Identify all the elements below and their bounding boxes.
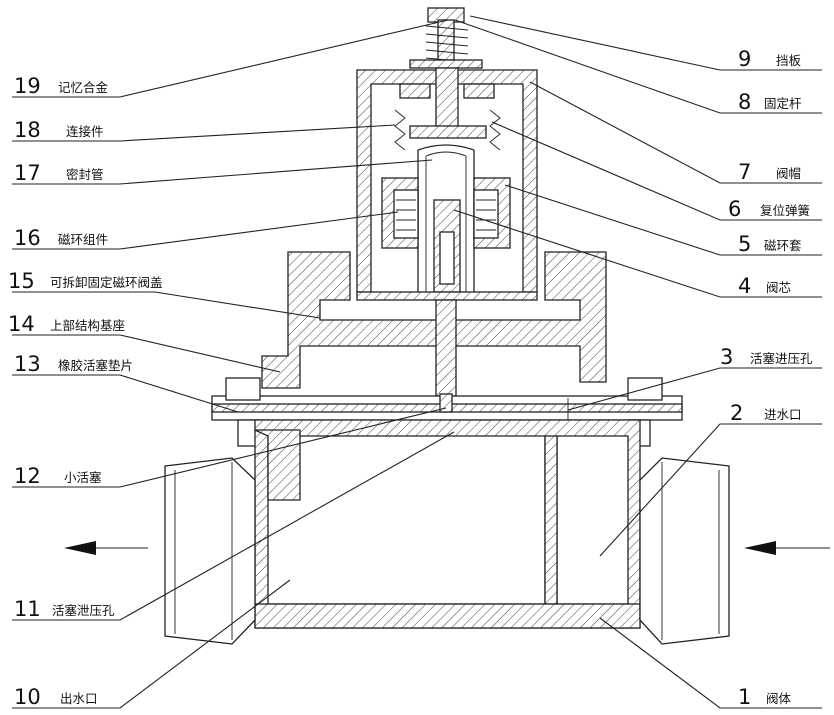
magnet-ring-left xyxy=(393,189,419,239)
label-1-number: 1 xyxy=(738,685,751,709)
outlet-flow-arrow xyxy=(64,541,148,555)
label-12-number: 12 xyxy=(14,464,41,488)
connector xyxy=(409,125,487,139)
label-9-number: 9 xyxy=(738,47,751,71)
label-1-text: 阀体 xyxy=(766,691,792,706)
label-14-text: 上部结构基座 xyxy=(50,318,125,333)
label-3-text: 活塞进压孔 xyxy=(750,351,813,366)
label-4-text: 阀芯 xyxy=(766,280,791,295)
label-15-text: 可拆卸固定磁环阀盖 xyxy=(50,275,163,290)
label-13-text: 橡胶活塞垫片 xyxy=(58,358,133,373)
label-7-text: 阀帽 xyxy=(776,166,801,181)
pilot-stem xyxy=(435,299,457,397)
valve-body xyxy=(254,419,641,629)
return-spring-right xyxy=(489,109,501,151)
label-17-text: 密封管 xyxy=(66,167,104,182)
label-18-text: 连接件 xyxy=(66,124,104,139)
label-4-number: 4 xyxy=(738,274,751,298)
label-12-text: 小活塞 xyxy=(64,470,102,485)
label-16-number: 16 xyxy=(14,226,41,250)
label-9-text: 挡板 xyxy=(776,53,802,68)
label-8-text: 固定杆 xyxy=(764,96,802,111)
label-2-text: 进水口 xyxy=(764,407,802,422)
return-spring-left xyxy=(394,109,406,151)
label-8-number: 8 xyxy=(738,90,751,114)
label-15-number: 15 xyxy=(8,269,35,293)
top-spring-assembly xyxy=(409,7,483,69)
label-11-text: 活塞泄压孔 xyxy=(52,603,115,618)
label-7-number: 7 xyxy=(738,160,751,184)
leader-lines-right xyxy=(453,15,822,709)
baffle-plate xyxy=(409,59,483,69)
label-5-number: 5 xyxy=(738,232,751,256)
label-17-number: 17 xyxy=(14,161,41,185)
arrow-left-icon xyxy=(64,541,96,555)
label-13-number: 13 xyxy=(14,352,41,376)
arrow-left-icon xyxy=(744,541,776,555)
label-16-text: 磁环组件 xyxy=(58,232,108,247)
label-18-number: 18 xyxy=(14,118,41,142)
label-6-text: 复位弹簧 xyxy=(760,203,810,218)
upper-base xyxy=(261,251,607,397)
label-6-number: 6 xyxy=(728,197,741,221)
label-3-number: 3 xyxy=(720,345,733,369)
leader-lines-left xyxy=(12,19,455,709)
fixed-rod xyxy=(435,67,459,131)
label-5-text: 磁环套 xyxy=(764,238,802,253)
label-19-number: 19 xyxy=(14,74,41,98)
label-10-number: 10 xyxy=(14,685,41,709)
valve-cap xyxy=(356,67,538,301)
label-14-number: 14 xyxy=(8,312,35,336)
end-nuts xyxy=(164,457,730,645)
magnet-ring-right xyxy=(473,189,499,239)
inlet-flow-arrow xyxy=(744,541,830,555)
label-11-number: 11 xyxy=(14,597,41,621)
label-10-text: 出水口 xyxy=(60,691,98,706)
small-piston xyxy=(439,393,453,413)
label-19-text: 记忆合金 xyxy=(58,80,109,95)
label-2-number: 2 xyxy=(730,401,743,425)
